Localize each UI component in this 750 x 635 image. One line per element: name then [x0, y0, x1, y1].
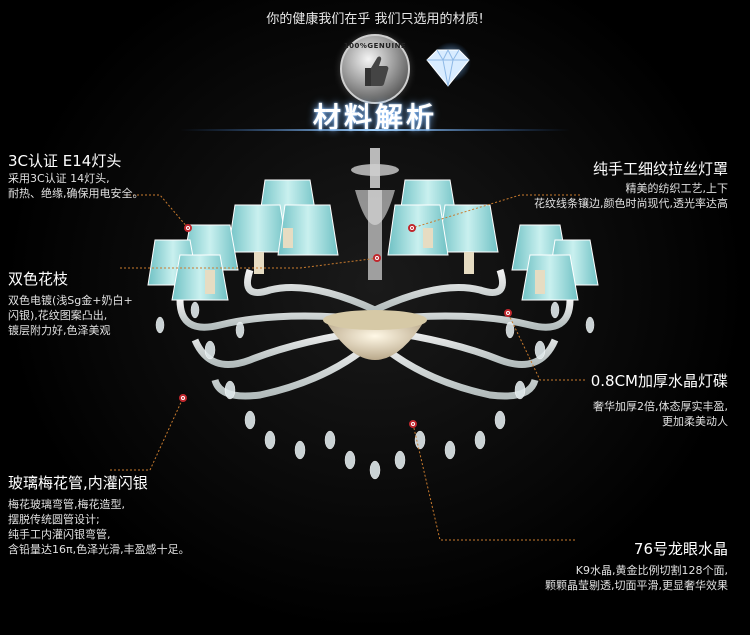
feature-plate-title: 0.8CM加厚水晶灯碟: [590, 372, 728, 390]
heading-underline: [180, 129, 570, 131]
feature-socket: 3C认证 E14灯头 采用3C认证 14灯头, 耐热、绝缘,确保用电安全。: [8, 150, 144, 201]
feature-socket-title: 3C认证 E14灯头: [8, 152, 122, 170]
marker-shade: [408, 224, 416, 232]
feature-shade-line-2: 花纹线条镶边,颜色时尚现代,透光率达高: [534, 197, 728, 210]
feature-crystal-line-1: K9水晶,黄金比例切割128个面,: [575, 564, 728, 577]
feature-tube-title: 玻璃梅花管,内灌闪银: [8, 474, 148, 492]
feature-socket-line-2: 耐热、绝缘,确保用电安全。: [8, 187, 144, 200]
badge-text: 100%GENUINE: [343, 42, 407, 50]
lamp-shades: [147, 179, 599, 301]
feature-plate: 0.8CM加厚水晶灯碟 奢华加厚2倍,体态厚实丰盈, 更加柔美动人: [591, 370, 728, 429]
feature-shade-title: 纯手工细纹拉丝灯罩: [592, 160, 728, 178]
feature-socket-line-1: 采用3C认证 14灯头,: [8, 172, 110, 185]
feature-arms-line-2: 闪银),花纹图案凸出,: [8, 309, 108, 322]
feature-arms-title: 双色花枝: [8, 270, 69, 288]
section-heading: 材料解析: [312, 101, 437, 134]
genuine-badge: 100%GENUINE: [340, 34, 410, 104]
feature-tube-line-2: 摆脱传统圆管设计;: [8, 513, 100, 526]
feature-tube-line-3: 纯手工内灌闪银弯管,: [8, 528, 111, 541]
marker-arms: [373, 254, 381, 262]
marker-tube: [179, 394, 187, 402]
feature-arms: 双色花枝 双色电镀(浅Sg金+奶白+ 闪银),花纹图案凸出, 镀层附力好,色泽美…: [8, 268, 133, 338]
feature-tube-line-1: 梅花玻璃弯管,梅花造型,: [8, 498, 125, 511]
feature-tube: 玻璃梅花管,内灌闪银 梅花玻璃弯管,梅花造型, 摆脱传统圆管设计; 纯手工内灌闪…: [8, 472, 190, 557]
feature-crystal-line-2: 颗颗晶莹剔透,切面平滑,更显奢华效果: [545, 579, 728, 592]
feature-crystal-title: 76号龙眼水晶: [633, 540, 728, 558]
marker-socket: [184, 224, 192, 232]
feature-shade: 纯手工细纹拉丝灯罩 精美的纺织工艺,上下 花纹线条镶边,颜色时尚现代,透光率达高: [534, 158, 728, 211]
top-slogan: 你的健康我们在乎 我们只选用的材质!: [266, 12, 484, 27]
feature-plate-line-2: 更加柔美动人: [662, 415, 728, 428]
diamond-icon: [426, 42, 471, 87]
feature-arms-line-3: 镀层附力好,色泽美观: [8, 324, 111, 337]
feature-plate-line-1: 奢华加厚2倍,体态厚实丰盈,: [593, 400, 728, 413]
marker-plate: [504, 309, 512, 317]
marker-crystal: [409, 420, 417, 428]
feature-shade-line-1: 精美的纺织工艺,上下: [625, 182, 729, 195]
feature-arms-line-1: 双色电镀(浅Sg金+奶白+: [8, 294, 133, 307]
thumbs-up-icon: [365, 56, 389, 86]
feature-crystal: 76号龙眼水晶 K9水晶,黄金比例切割128个面, 颗颗晶莹剔透,切面平滑,更显…: [545, 538, 728, 593]
feature-tube-line-4: 含铅量达16π,色泽光滑,丰盈感十足。: [8, 543, 190, 556]
